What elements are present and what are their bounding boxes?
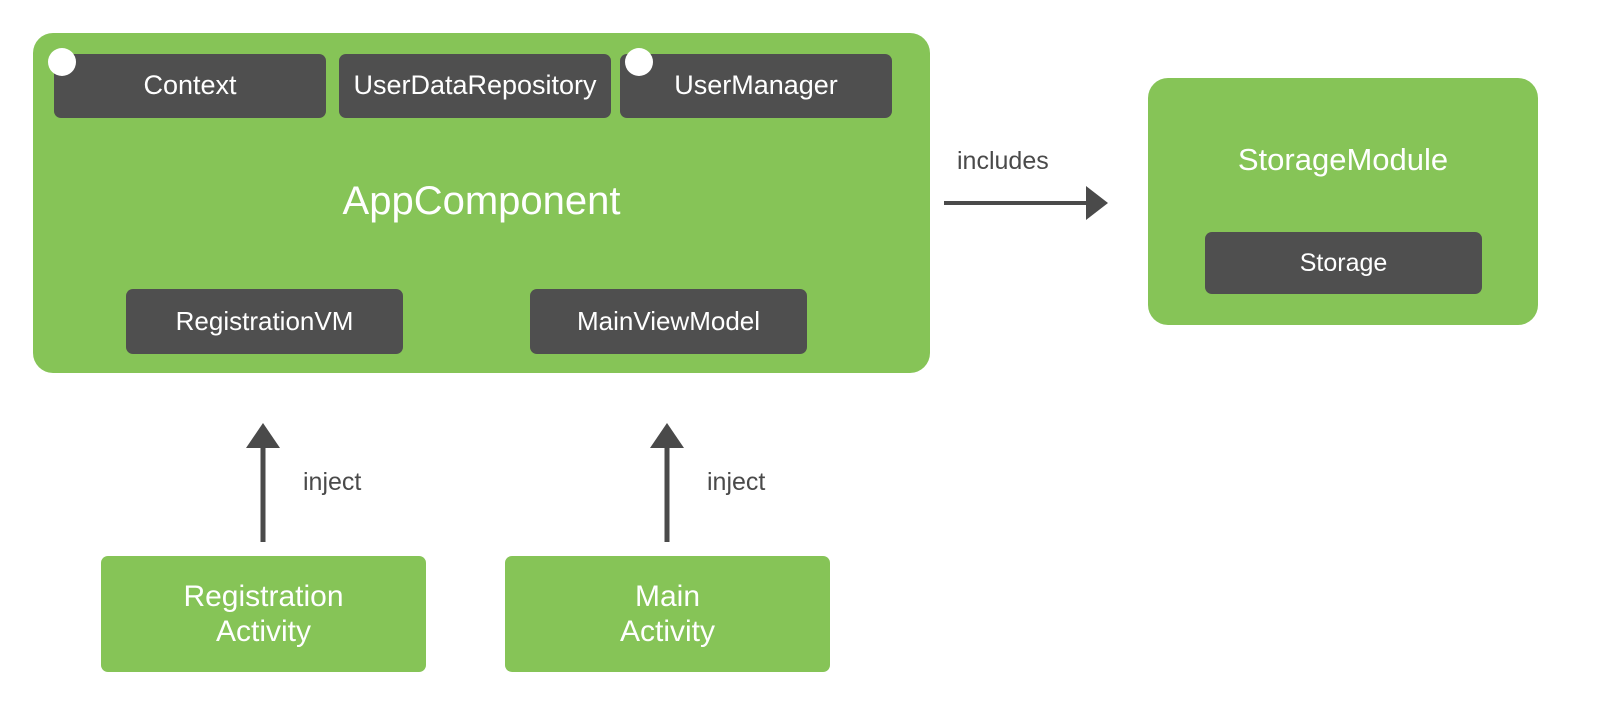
registration-activity-label-line1: Registration xyxy=(183,579,344,613)
dependency-chip-usermanager[interactable]: UserManager xyxy=(620,54,892,118)
app-component-title: AppComponent xyxy=(342,179,621,223)
inject-registration-arrow xyxy=(246,423,280,542)
main-activity-label-line2: Activity xyxy=(619,615,715,648)
main-activity-label-line1: Main xyxy=(634,579,701,613)
usermanager-port-dot-icon xyxy=(625,48,653,76)
registration-activity-label-line2: Activity xyxy=(215,615,311,648)
dependency-chip-userdatarepository[interactable]: UserDataRepository xyxy=(339,54,611,118)
main-activity-box[interactable]: Main Activity xyxy=(505,556,830,672)
inject-main-arrow xyxy=(650,423,684,542)
includes-arrow-head-icon xyxy=(1086,186,1108,220)
inject-registration-arrow-head-icon xyxy=(246,423,280,448)
provides-chip-storage[interactable]: Storage xyxy=(1205,232,1482,294)
includes-arrow xyxy=(944,186,1108,220)
storage-module-title: StorageModule xyxy=(1237,142,1449,177)
inject-registration-edge-label: inject xyxy=(303,468,362,496)
inject-main-arrow-head-icon xyxy=(650,423,684,448)
includes-edge-label: includes xyxy=(957,147,1049,175)
dependency-chip-context[interactable]: Context xyxy=(54,54,326,118)
injected-chip-mainviewmodel[interactable]: MainViewModel xyxy=(530,289,807,354)
injected-chip-registrationvm[interactable]: RegistrationVM xyxy=(126,289,403,354)
registration-activity-box[interactable]: Registration Activity xyxy=(101,556,426,672)
inject-main-edge-label: inject xyxy=(707,468,766,496)
context-port-dot-icon xyxy=(48,48,76,76)
